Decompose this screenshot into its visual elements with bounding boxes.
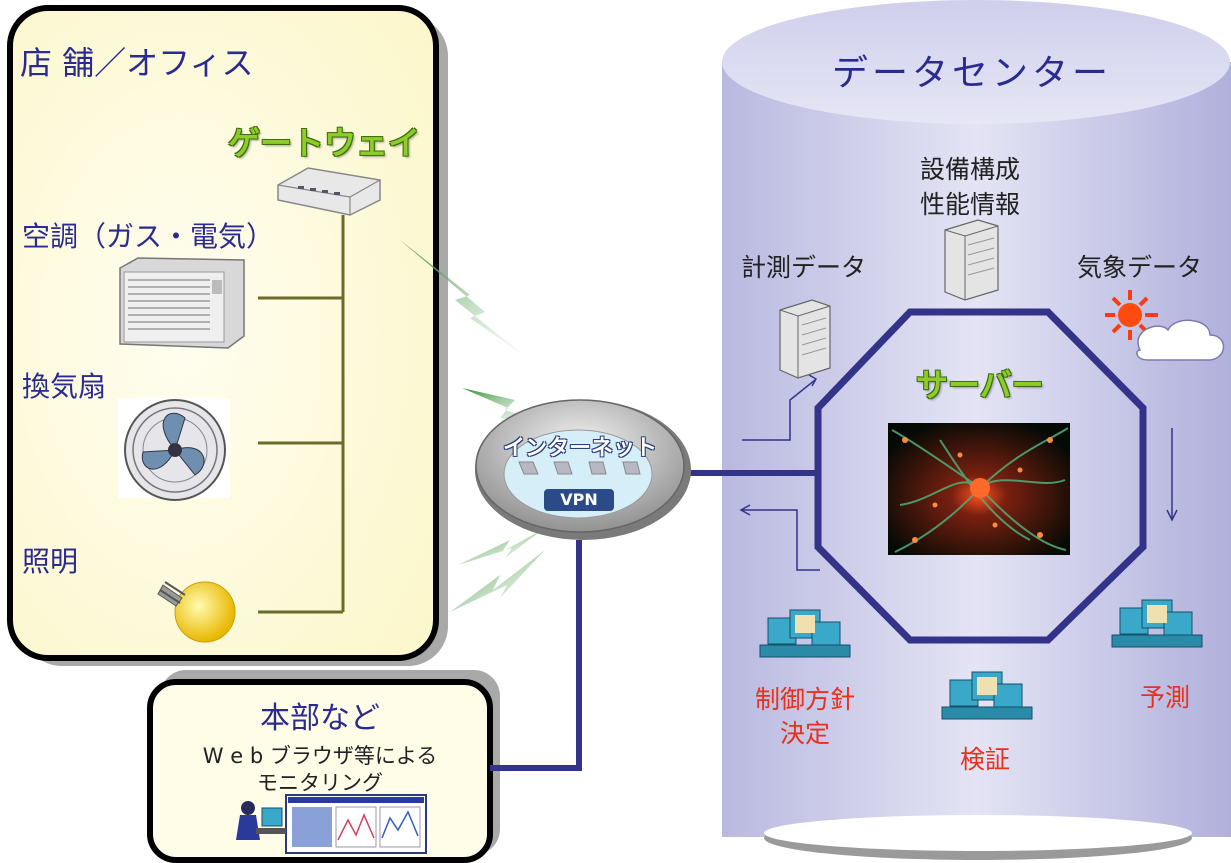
device-label-aircon: 空調（ガス・電気） (22, 220, 275, 253)
light-bulb-icon (157, 581, 236, 643)
server-tower-icon (944, 219, 999, 301)
hq-desc-line2: モニタリング (257, 771, 383, 795)
air-conditioner-icon (119, 257, 245, 349)
store-wiring (258, 215, 345, 614)
router-icon (277, 167, 381, 216)
gateway-label: ゲートウェイ (228, 124, 421, 162)
vpn-label: VPN (560, 490, 598, 509)
monitoring-screenshot (285, 794, 427, 854)
workstation-icon (941, 671, 1033, 720)
equipment-label-line2: 性能情報 (919, 190, 1020, 219)
device-label-fan: 換気扇 (22, 370, 107, 403)
internet-label: インターネット (502, 436, 657, 461)
internet-vpn-node (475, 399, 691, 540)
control-label-line1: 制御方針 (754, 685, 855, 714)
neural-network-image (888, 423, 1070, 555)
flow-arrows (739, 374, 1178, 571)
workstation-icon (759, 609, 851, 658)
verify-label: 検証 (959, 745, 1010, 774)
hq-title: 本部など (260, 701, 380, 736)
hq-desc-line1: W e b ブラウザ等による (202, 744, 438, 768)
server-tower-icon (779, 299, 831, 379)
sun-cloud-icon (1105, 290, 1225, 361)
fan-icon (118, 398, 230, 501)
equipment-label-line1: 設備構成 (919, 155, 1020, 184)
device-label-light: 照明 (22, 545, 79, 578)
weather-label: 気象データ (1077, 253, 1203, 282)
workstation-icon (1111, 599, 1203, 648)
person-at-computer-icon (236, 801, 286, 840)
network-connectors (490, 470, 820, 771)
store-title: 店 舗／オフィス (20, 44, 254, 82)
predict-label: 予測 (1139, 683, 1190, 712)
measurement-label: 計測データ (741, 253, 867, 282)
server-label: サーバー (916, 366, 1044, 404)
server-octagon (814, 308, 1147, 644)
wireless-bolts (400, 240, 548, 612)
control-label-line2: 決定 (779, 719, 830, 748)
datacenter-title: データセンター (832, 53, 1113, 94)
